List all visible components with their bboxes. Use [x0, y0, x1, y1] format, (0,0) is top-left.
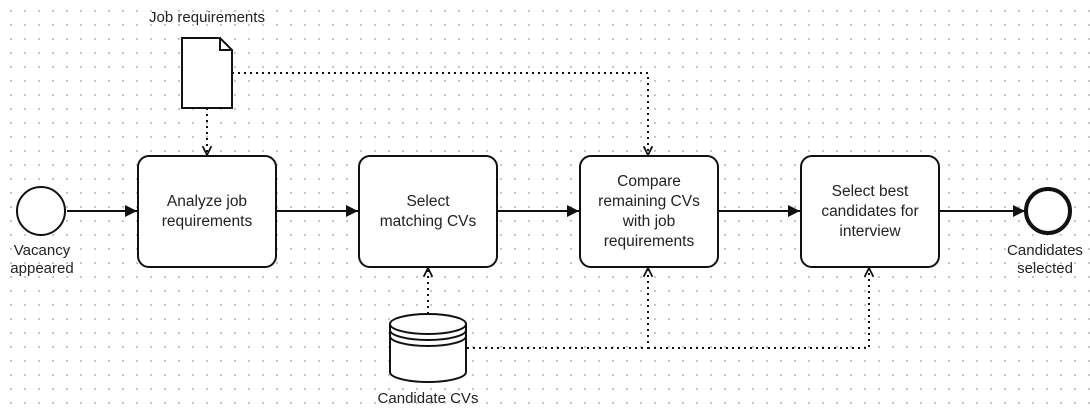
data-object-job-requirements[interactable] [181, 37, 233, 109]
task-compare-remaining-cvs[interactable] [579, 155, 719, 268]
data-association-cvs-to-compare[interactable] [467, 268, 648, 349]
data-store-candidate-cvs[interactable] [389, 313, 467, 383]
end-event[interactable] [1024, 187, 1072, 235]
task-select-matching-cvs[interactable] [358, 155, 498, 268]
data-association-cvs-to-best[interactable] [648, 268, 869, 349]
start-event[interactable] [16, 186, 66, 236]
task-select-best-candidates[interactable] [800, 155, 940, 268]
data-association-job-req-to-compare[interactable] [232, 72, 648, 155]
task-analyze-job-requirements[interactable] [137, 155, 277, 268]
